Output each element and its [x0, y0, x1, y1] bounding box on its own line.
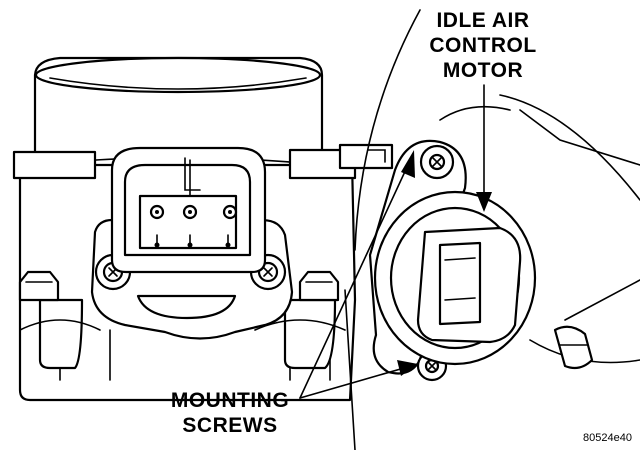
throttle-body	[12, 56, 394, 402]
iac-label-line-3: MOTOR	[442, 59, 524, 82]
arrow-to-upper-screw-icon	[401, 150, 415, 178]
background-engine-lines	[344, 9, 640, 450]
callout-leaders	[299, 84, 492, 399]
screws-label-line-1: MOUNTING	[170, 389, 290, 412]
screws-label-line-2: SCREWS	[182, 414, 278, 437]
iac-label-line-2: CONTROL	[429, 34, 537, 57]
throttle-position-sensor	[90, 146, 294, 340]
arrow-to-motor-icon	[476, 192, 492, 212]
arrow-to-lower-screw-icon	[397, 360, 418, 376]
mounting-screws-label: MOUNTING SCREWS	[150, 388, 310, 438]
idle-air-control-motor-label: IDLE AIR CONTROL MOTOR	[418, 8, 548, 83]
iac-label-line-1: IDLE AIR	[436, 9, 530, 32]
idle-air-control-motor	[368, 139, 537, 382]
figure-code: 80524e40	[583, 432, 632, 444]
